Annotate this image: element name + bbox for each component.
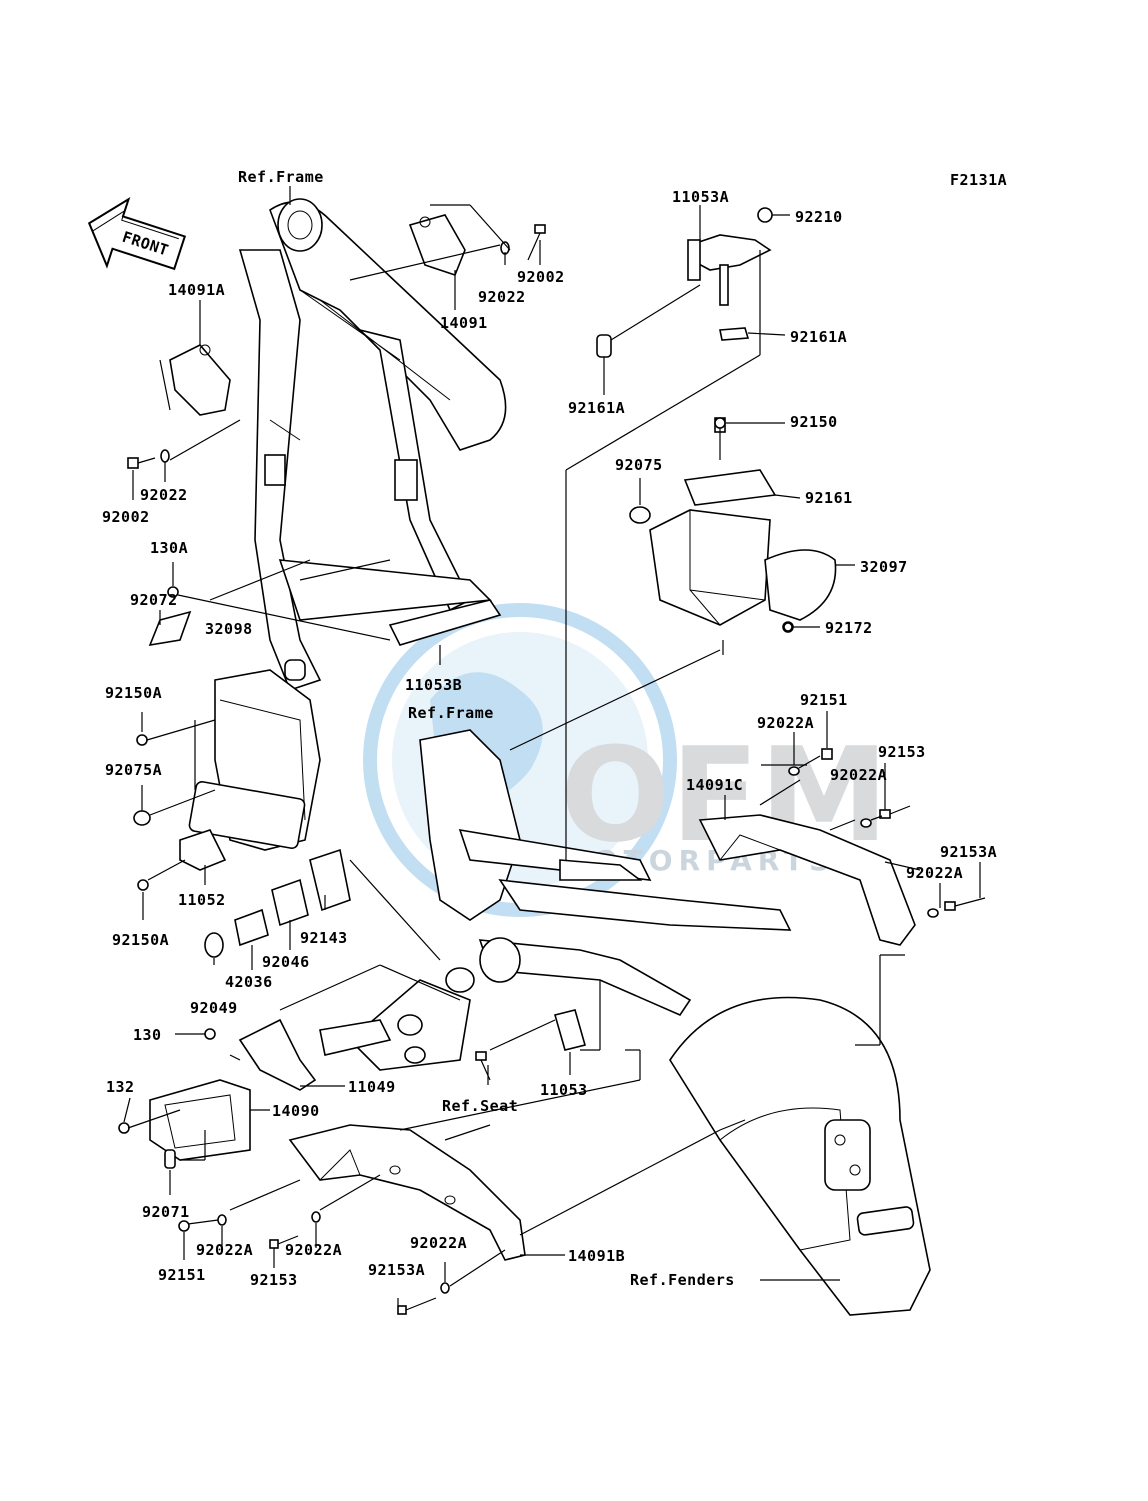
label-92150a-b: 92150A bbox=[112, 931, 169, 949]
label-92022-top: 92022 bbox=[478, 288, 526, 306]
washer-92022a-d bbox=[217, 1214, 227, 1226]
label-11053a: 11053A bbox=[672, 188, 729, 206]
washer-92022a-a bbox=[788, 766, 800, 776]
damper-92075a bbox=[133, 810, 151, 826]
label-14091: 14091 bbox=[440, 314, 488, 332]
collar-42036 bbox=[234, 908, 269, 947]
bracket-11053b bbox=[388, 599, 502, 646]
label-92150: 92150 bbox=[790, 413, 838, 431]
label-92153-bottom: 92153 bbox=[250, 1271, 298, 1289]
label-11053b: 11053B bbox=[405, 676, 462, 694]
label-92072: 92072 bbox=[130, 591, 178, 609]
label-92049: 92049 bbox=[190, 999, 238, 1017]
label-11052: 11052 bbox=[178, 891, 226, 909]
label-92022a-b: 92022A bbox=[830, 766, 887, 784]
bolt-92151-bottom bbox=[178, 1220, 190, 1232]
rear-frame bbox=[319, 729, 792, 1071]
label-14091b: 14091B bbox=[568, 1247, 625, 1265]
label-92075a: 92075A bbox=[105, 761, 162, 779]
bolt-132 bbox=[118, 1122, 130, 1134]
label-92161a-a: 92161A bbox=[790, 328, 847, 346]
side-cover-32098 bbox=[148, 610, 321, 851]
bolt-92150 bbox=[714, 417, 726, 429]
lower-cover-14091b bbox=[288, 1124, 526, 1261]
washer-92022a-e bbox=[311, 1211, 321, 1223]
label-92210: 92210 bbox=[795, 208, 843, 226]
label-14091a: 14091A bbox=[168, 281, 225, 299]
bracket-11049 bbox=[238, 1018, 317, 1091]
label-92161: 92161 bbox=[805, 489, 853, 507]
label-ref-frame-mid: Ref.Frame bbox=[408, 704, 494, 722]
label-92022a-c: 92022A bbox=[906, 864, 963, 882]
screw-92172 bbox=[783, 622, 793, 632]
washer-92022a-b bbox=[860, 818, 872, 828]
label-92022a-a: 92022A bbox=[757, 714, 814, 732]
bushing-92046 bbox=[271, 878, 309, 927]
front-arrow-icon: FRONT bbox=[87, 197, 187, 271]
battery-case bbox=[629, 417, 837, 633]
label-92150a-a: 92150A bbox=[105, 684, 162, 702]
label-92071: 92071 bbox=[142, 1203, 190, 1221]
label-92075: 92075 bbox=[615, 456, 663, 474]
nut-92210 bbox=[757, 207, 773, 223]
bracket-11053a bbox=[687, 234, 772, 341]
label-92143: 92143 bbox=[300, 929, 348, 947]
bolt-92153a-bottom bbox=[397, 1297, 437, 1315]
label-132: 132 bbox=[106, 1078, 135, 1096]
rear-cover-14091c bbox=[698, 814, 916, 946]
bolt-92150a-a bbox=[136, 734, 148, 746]
label-32098: 32098 bbox=[205, 620, 253, 638]
washer-92022-left bbox=[160, 449, 170, 463]
washer-92022a-f bbox=[440, 1282, 450, 1294]
label-92022a-d: 92022A bbox=[196, 1241, 253, 1259]
label-92151-bottom: 92151 bbox=[158, 1266, 206, 1284]
pad-92161a bbox=[596, 334, 612, 358]
sleeve-92143 bbox=[309, 848, 351, 912]
clip-92071 bbox=[164, 1149, 176, 1169]
leader-lines bbox=[123, 186, 981, 1306]
label-92002-left: 92002 bbox=[102, 508, 150, 526]
label-92046: 92046 bbox=[262, 953, 310, 971]
rear-fender bbox=[669, 996, 931, 1316]
frame-cover-14090 bbox=[149, 1079, 251, 1161]
label-92153a-bottom: 92153A bbox=[368, 1261, 425, 1279]
label-92022a-e: 92022A bbox=[285, 1241, 342, 1259]
bolt-130a bbox=[167, 586, 179, 598]
label-92161a-b: 92161A bbox=[568, 399, 625, 417]
label-32097: 32097 bbox=[860, 558, 908, 576]
bracket-11052 bbox=[179, 829, 227, 871]
bracket-11053 bbox=[554, 1009, 586, 1051]
label-92151-right: 92151 bbox=[800, 691, 848, 709]
label-130a: 130A bbox=[150, 539, 188, 557]
label-11049: 11049 bbox=[348, 1078, 396, 1096]
bolt-92002-top bbox=[527, 224, 546, 261]
main-frame bbox=[169, 198, 507, 691]
label-92172: 92172 bbox=[825, 619, 873, 637]
label-92022a-f: 92022A bbox=[410, 1234, 467, 1252]
bolt-92150a-b bbox=[137, 879, 149, 891]
label-ref-frame-top: Ref.Frame bbox=[238, 168, 324, 186]
bolt-92153a-right bbox=[944, 897, 986, 911]
label-92153a-right: 92153A bbox=[940, 843, 997, 861]
bolt-92151-right bbox=[821, 748, 833, 760]
label-92022-left: 92022 bbox=[140, 486, 188, 504]
washer-92022a-c bbox=[927, 908, 939, 918]
label-ref-seat: Ref.Seat bbox=[442, 1097, 518, 1115]
label-14091c: 14091C bbox=[686, 776, 743, 794]
label-14090: 14090 bbox=[272, 1102, 320, 1120]
label-42036: 42036 bbox=[225, 973, 273, 991]
label-ref-fenders: Ref.Fenders bbox=[630, 1271, 735, 1289]
label-92002-top: 92002 bbox=[517, 268, 565, 286]
label-130: 130 bbox=[133, 1026, 162, 1044]
bolt-130 bbox=[204, 1028, 216, 1040]
label-92153-right: 92153 bbox=[878, 743, 926, 761]
bolt-92002-left bbox=[127, 457, 156, 469]
figure-id: F2131A bbox=[950, 171, 1007, 189]
seal-92049 bbox=[204, 932, 224, 958]
label-11053: 11053 bbox=[540, 1081, 588, 1099]
